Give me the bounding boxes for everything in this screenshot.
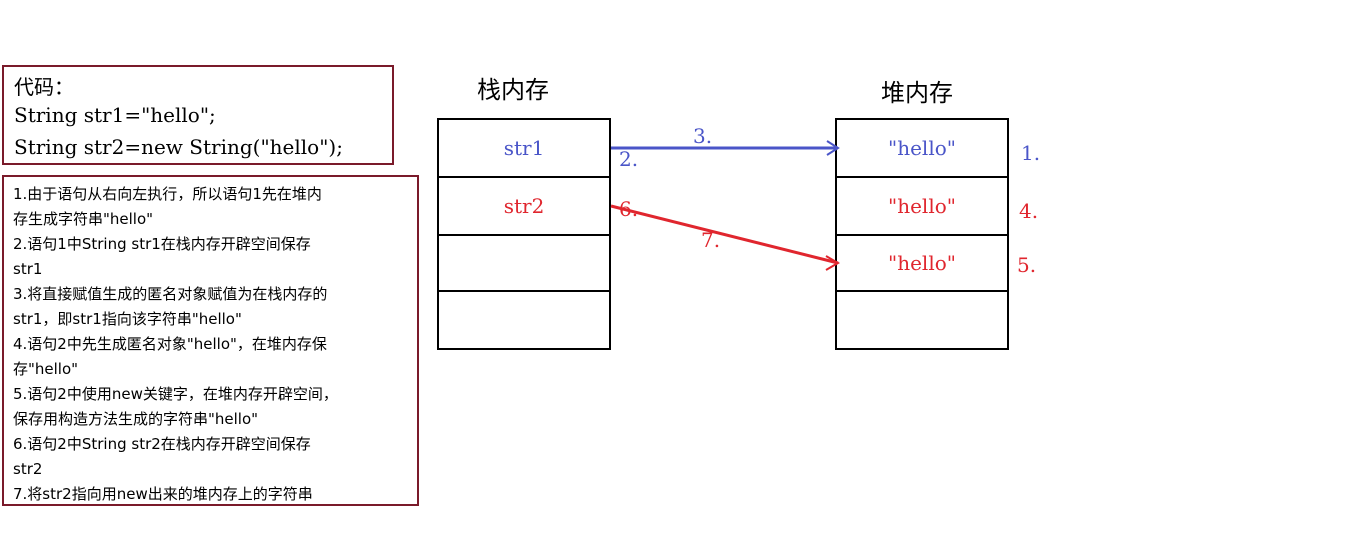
arrow-str2-to-new-hello bbox=[610, 204, 840, 271]
notes-box: 1.由于语句从右向左执行，所以语句1先在堆内 存生成字符串"hello" 2.语… bbox=[2, 175, 419, 506]
marker-step-2: 2. bbox=[619, 147, 639, 171]
code-line-1: String str1="hello"; bbox=[14, 103, 216, 127]
heap-cell-hello-3: "hello" bbox=[837, 236, 1007, 292]
stack-title: 栈内存 bbox=[477, 76, 549, 104]
heap-cell-empty bbox=[837, 292, 1007, 348]
stack-cell-empty bbox=[439, 292, 609, 348]
heap-title: 堆内存 bbox=[881, 79, 953, 107]
stack-cell-str1: str1 bbox=[439, 120, 609, 178]
code-line-2: String str2=new String("hello"); bbox=[14, 135, 343, 159]
marker-step-7: 7. bbox=[701, 228, 721, 252]
stack-cell-str2: str2 bbox=[439, 178, 609, 236]
marker-step-4: 4. bbox=[1019, 199, 1039, 223]
marker-step-5: 5. bbox=[1017, 253, 1037, 277]
note-6: 6.语句2中String str2在栈内存开辟空间保存 str2 bbox=[13, 435, 311, 478]
marker-step-1: 1. bbox=[1021, 141, 1041, 165]
note-3: 3.将直接赋值生成的匿名对象赋值为在栈内存的 str1，即str1指向该字符串"… bbox=[13, 285, 328, 328]
note-5: 5.语句2中使用new关键字，在堆内存开辟空间， 保存用构造方法生成的字符串"h… bbox=[13, 385, 338, 428]
arrow-str1-to-hello bbox=[611, 140, 840, 156]
code-box: 代码： String str1="hello"; String str2=new… bbox=[2, 65, 394, 165]
heap-cell-hello-2: "hello" bbox=[837, 178, 1007, 236]
heap-cell-hello-1: "hello" bbox=[837, 120, 1007, 178]
note-1: 1.由于语句从右向左执行，所以语句1先在堆内 存生成字符串"hello" bbox=[13, 185, 322, 228]
code-label: 代码： bbox=[14, 75, 74, 99]
stack-memory: str1 str2 bbox=[437, 118, 611, 350]
marker-step-3: 3. bbox=[693, 124, 713, 148]
note-4: 4.语句2中先生成匿名对象"hello"，在堆内存保 存"hello" bbox=[13, 335, 327, 378]
note-2: 2.语句1中String str1在栈内存开辟空间保存 str1 bbox=[13, 235, 311, 278]
marker-step-6: 6. bbox=[619, 197, 639, 221]
note-7: 7.将str2指向用new出来的堆内存上的字符串 bbox=[13, 485, 313, 503]
heap-memory: "hello" "hello" "hello" bbox=[835, 118, 1009, 350]
stack-cell-empty bbox=[439, 236, 609, 292]
